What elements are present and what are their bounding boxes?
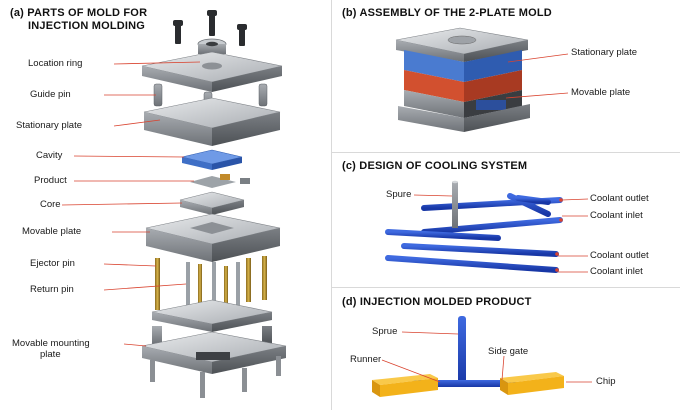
product-part — [190, 174, 250, 188]
label-movable-mounting-plate: plate — [40, 349, 61, 360]
label-spure: Spure — [386, 189, 412, 200]
panel-divider-vertical — [331, 0, 332, 410]
label-location-ring: Location ring — [28, 58, 83, 69]
label-sprue: Sprue — [372, 326, 398, 337]
label-coolant-inlet-2: Coolant inlet — [590, 266, 643, 277]
exploded-mold — [141, 10, 287, 398]
panel-b-title: (b) ASSEMBLY OF THE 2-PLATE MOLD — [342, 7, 552, 19]
bolt-icon — [173, 10, 247, 46]
core-insert — [179, 191, 245, 215]
panel-d-title: (d) INJECTION MOLDED PRODUCT — [342, 296, 532, 308]
label-b-stationary-plate: Stationary plate — [571, 47, 638, 58]
label-runner: Runner — [350, 354, 382, 365]
chip-left — [372, 374, 438, 397]
label-ejector-pin: Ejector pin — [30, 258, 75, 269]
label-b-movable-plate: Movable plate — [571, 87, 631, 98]
panel-a-title-line2: INJECTION MOLDING — [28, 20, 146, 32]
cooling-pipes — [385, 193, 563, 275]
top-clamp-plate — [141, 51, 283, 92]
panel-c-title: (c) DESIGN OF COOLING SYSTEM — [342, 160, 528, 172]
leader-lines-d — [381, 331, 592, 383]
chip-right — [500, 372, 564, 395]
label-product: Product — [34, 175, 67, 186]
cavity-insert — [181, 149, 243, 170]
label-chip: Chip — [596, 376, 616, 387]
label-guide-pin: Guide pin — [30, 89, 71, 100]
label-coolant-outlet-2: Coolant outlet — [590, 250, 649, 261]
label-core: Core — [40, 199, 61, 210]
leader-lines-b — [505, 53, 569, 99]
sprue-rod — [452, 180, 458, 228]
ejector-pins — [155, 256, 267, 310]
label-cavity: Cavity — [36, 150, 63, 161]
leader-lines-c — [413, 194, 589, 273]
assembled-mold — [395, 27, 530, 132]
label-movable-plate: Movable plate — [22, 226, 82, 237]
location-ring — [197, 38, 227, 54]
stationary-plate — [143, 97, 281, 146]
leader-lines-a — [61, 61, 201, 347]
label-side-gate: Side gate — [488, 346, 529, 357]
ejector-plate — [151, 299, 273, 332]
panel-divider-cd — [331, 287, 680, 288]
panel-a-title: (a) PARTS OF MOLD FOR — [10, 7, 148, 19]
movable-mounting-plate — [141, 331, 287, 374]
label-coolant-outlet-1: Coolant outlet — [590, 193, 649, 204]
label-movable-mounting: Movable mounting — [12, 338, 90, 349]
molded-product — [372, 316, 564, 397]
label-return-pin: Return pin — [30, 284, 74, 295]
label-stationary-plate: Stationary plate — [16, 120, 83, 131]
movable-plate — [145, 213, 281, 262]
label-coolant-inlet-1: Coolant inlet — [590, 210, 643, 221]
panel-divider-bc — [331, 152, 680, 153]
pipe-ends — [555, 198, 563, 272]
